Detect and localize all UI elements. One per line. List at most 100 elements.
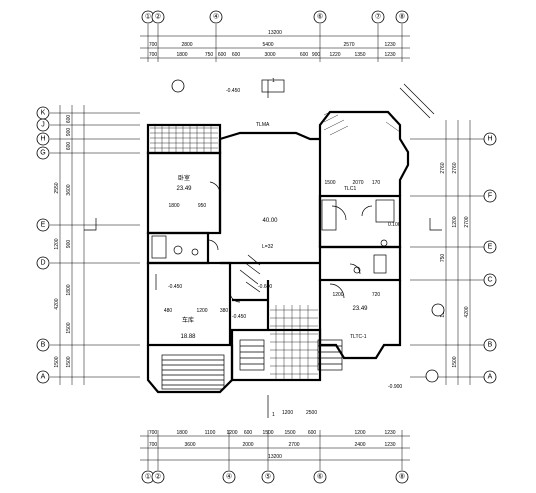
dim-bottom-r2-2: 3600 (184, 442, 195, 448)
axis-label-left-H: H (40, 136, 45, 143)
window-code-bottom: TLTC-1 (350, 334, 367, 340)
din-w2: 720 (372, 292, 381, 298)
dim-top-r2-6: 3000 (264, 52, 275, 58)
dim-top-r2-7: 600 (300, 52, 309, 58)
window-code-1: TLC1 (344, 186, 356, 192)
axis-label-top-2: ② (155, 13, 161, 21)
fixtures (151, 79, 395, 274)
axis-label-left-B: B (41, 342, 46, 349)
note-b: 2500 (306, 410, 317, 416)
dim-top-2: 2800 (181, 42, 192, 48)
dim-top-5: 1230 (384, 42, 395, 48)
dim-top-r2-4: 600 (218, 52, 227, 58)
axis-label-top-1: ① (145, 13, 151, 21)
dim-bottom-6: 1500 (262, 430, 273, 436)
dim-top-r2-5: 600 (232, 52, 241, 58)
dim-right-4: 1200 (452, 216, 458, 227)
axis-label-right-C: C (487, 277, 492, 284)
axis-label-bottom-1: ① (145, 473, 151, 481)
dim-top-r2-3: 750 (205, 52, 214, 58)
dim-top-r2-11: 1230 (384, 52, 395, 58)
bed-w1: 1800 (168, 203, 179, 209)
kit-w1: 1500 (324, 180, 335, 186)
dim-left-inner-3: 600 (66, 142, 72, 151)
dim-left-outer-4: 1500 (54, 356, 60, 367)
dim-left-inner-8: 1500 (66, 356, 72, 367)
axis-label-bottom-2: ② (155, 473, 161, 481)
section-mark-top: 1 (272, 78, 275, 84)
axis-label-right-B: B (488, 342, 493, 349)
room-dims: 1800 950 1500 2070 170 480 1200 380 1200… (164, 180, 381, 314)
din-w1: 1200 (332, 292, 343, 298)
elev-right: -0.900 (388, 384, 402, 390)
dim-right-7: 1500 (452, 356, 458, 367)
axis-label-right-F: F (488, 193, 492, 200)
axis-label-left-G: G (40, 150, 45, 157)
dim-bottom-4: 1200 (226, 430, 237, 436)
kitchen-sink (380, 239, 388, 247)
detail-bubble-bottom (425, 369, 439, 383)
dim-right-1: 2760 (452, 162, 458, 173)
room-garage-area: 18.88 (180, 334, 196, 340)
axis-label-bottom-4: ④ (226, 473, 232, 481)
axis-bubble-top-4 (209, 10, 223, 24)
dim-top-3: 5400 (262, 42, 273, 48)
dim-left-inner-4: 3600 (66, 184, 72, 195)
axis-label-right-A: A (488, 374, 493, 381)
doors (207, 181, 373, 303)
dim-left-inner-1: 600 (66, 115, 72, 124)
detail-bubble-top (171, 79, 185, 93)
dim-right-2: 2760 (440, 162, 446, 173)
axis-bubble-top-2 (151, 10, 165, 24)
axis-label-top-7: ⑦ (375, 13, 381, 21)
axis-bubble-top-8 (395, 10, 409, 24)
dim-left-inner-2: 900 (66, 128, 72, 137)
dim-bottom-r2-4: 2700 (288, 442, 299, 448)
detail-bubble-right (431, 303, 445, 317)
section-markers: 1 1 (84, 78, 445, 418)
dim-top-r2-2: 1800 (176, 52, 187, 58)
elev-stair: -0.600 (258, 284, 272, 290)
dim-top-1: 700 (149, 42, 158, 48)
axes-right: H F E C B A (483, 132, 497, 384)
dim-bottom-10: 1230 (384, 430, 395, 436)
axis-label-bottom-6: ⑥ (317, 473, 323, 481)
note-a: 1200 (282, 410, 293, 416)
axis-label-top-6: ⑥ (317, 13, 323, 21)
dim-bottom-r2-5: 2400 (354, 442, 365, 448)
axis-bubble-top-7 (371, 10, 385, 24)
dim-left-outer-3: 4200 (54, 298, 60, 309)
dim-bottom-5: 600 (244, 430, 253, 436)
bathtub (151, 235, 167, 259)
dim-bottom-total: 13200 (268, 454, 282, 460)
toilet (173, 245, 183, 255)
dim-bottom-r2-6: 1230 (384, 442, 395, 448)
axis-bubble-top-6 (313, 10, 327, 24)
dim-bottom-8: 600 (308, 430, 317, 436)
gar-w2: 1200 (196, 308, 207, 314)
dim-top-r2-10: 1350 (354, 52, 365, 58)
room-bedroom: 卧室 (178, 174, 190, 182)
dim-right-5: 750 (440, 254, 446, 263)
elev-garage: -0.450 (168, 284, 182, 290)
room-dining-area: 23.49 (352, 306, 368, 312)
room-living-area: 40.00 (262, 218, 278, 224)
elev-top: -0.450 (226, 88, 240, 94)
axis-label-left-E: E (41, 222, 46, 229)
axes-bottom: ① ② ④ ⑤ ⑥ ⑧ (141, 470, 409, 484)
axis-label-right-H: H (487, 136, 492, 143)
elev-left: -0.450 (232, 314, 246, 320)
tile-hatching (150, 111, 401, 380)
room-bedroom-area: 23.49 (176, 186, 192, 192)
stair-label: L=32 (262, 244, 273, 250)
shower (373, 254, 387, 274)
kit-w2: 2070 (352, 180, 363, 186)
toilet-2 (353, 266, 361, 274)
room-garage: 车库 (182, 316, 194, 324)
axis-label-bottom-5: ⑤ (265, 473, 271, 481)
gar-w1: 480 (164, 308, 173, 314)
dim-left-outer-2: 1200 (54, 238, 60, 249)
dim-top-r2-9: 1220 (329, 52, 340, 58)
axes-left: K J H G E D B A (36, 106, 50, 384)
